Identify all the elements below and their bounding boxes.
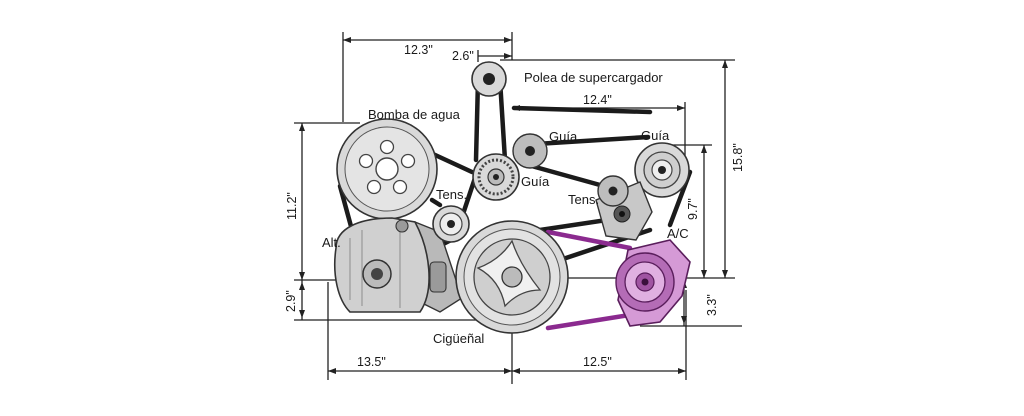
idler-right-label: Guía — [641, 128, 670, 143]
idler-pulley-right — [634, 142, 690, 198]
crankshaft-pulley — [455, 220, 569, 334]
dim-total-height: 15.8" — [731, 143, 745, 172]
ac-compressor — [615, 239, 691, 327]
water-pump-label: Bomba de agua — [368, 107, 461, 122]
alternator — [333, 217, 430, 313]
dim-right-span: 12.4" — [583, 93, 612, 107]
idler-top-label: Guía — [549, 129, 578, 144]
tensioner-right — [595, 175, 653, 241]
tensioner-left-label: Tens. — [436, 187, 467, 202]
crankshaft-label: Cigüeñal — [433, 331, 484, 346]
tensioner-right-label: Tens. — [568, 192, 599, 207]
dim-top-span: 12.3" — [404, 43, 433, 57]
serpentine-belt — [337, 77, 693, 331]
idler-pulley-mid — [472, 153, 520, 201]
dim-alt-drop: 2.9" — [284, 290, 298, 312]
idler-pulley-top — [512, 133, 548, 169]
dim-sc-offset: 2.6" — [452, 49, 474, 63]
dim-left-height: 11.2" — [285, 192, 299, 220]
dim-ac-height: 9.7" — [686, 198, 700, 220]
supercharger-pulley — [471, 61, 507, 97]
dim-ac-drop: 3.3" — [705, 294, 719, 316]
idler-mid-label: Guía — [521, 174, 550, 189]
water-pump-pulley — [336, 118, 438, 220]
alternator-label: Alt. — [322, 235, 341, 250]
supercharger-label: Polea de supercargador — [524, 70, 663, 85]
ac-label: A/C — [667, 226, 689, 241]
dim-bottom-right: 12.5" — [583, 355, 612, 369]
dimension-lines — [294, 32, 742, 384]
dim-bottom-left: 13.5" — [357, 355, 386, 369]
